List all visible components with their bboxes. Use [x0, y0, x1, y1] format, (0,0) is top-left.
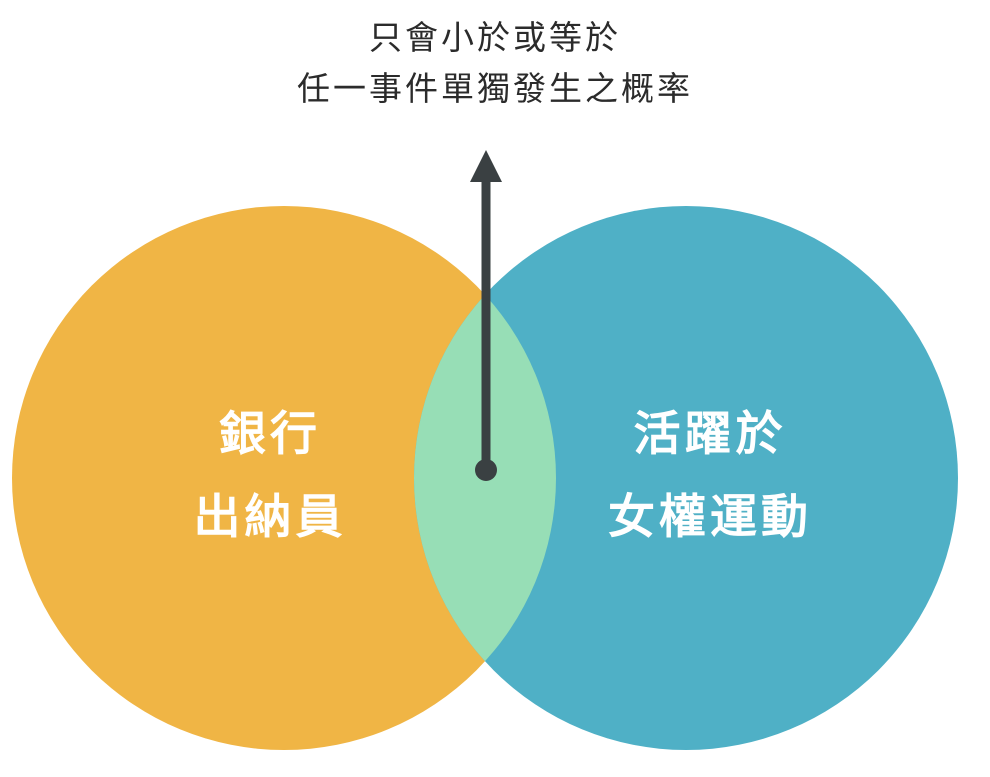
arrow-origin-dot — [475, 459, 497, 481]
right-circle — [414, 206, 958, 750]
caption-line-1: 只會小於或等於 — [369, 18, 621, 57]
left-circle-label-line-2: 出納員 — [193, 490, 347, 545]
left-circle — [12, 206, 556, 750]
arrow-head — [470, 150, 502, 182]
up-arrow — [470, 150, 502, 481]
right-circle-label-line-2: 女權運動 — [608, 490, 812, 545]
caption-line-2: 任一事件單獨發生之概率 — [297, 69, 693, 108]
left-circle-label-line-1: 銀行 — [219, 407, 321, 462]
right-circle-label-line-1: 活躍於 — [633, 407, 787, 462]
